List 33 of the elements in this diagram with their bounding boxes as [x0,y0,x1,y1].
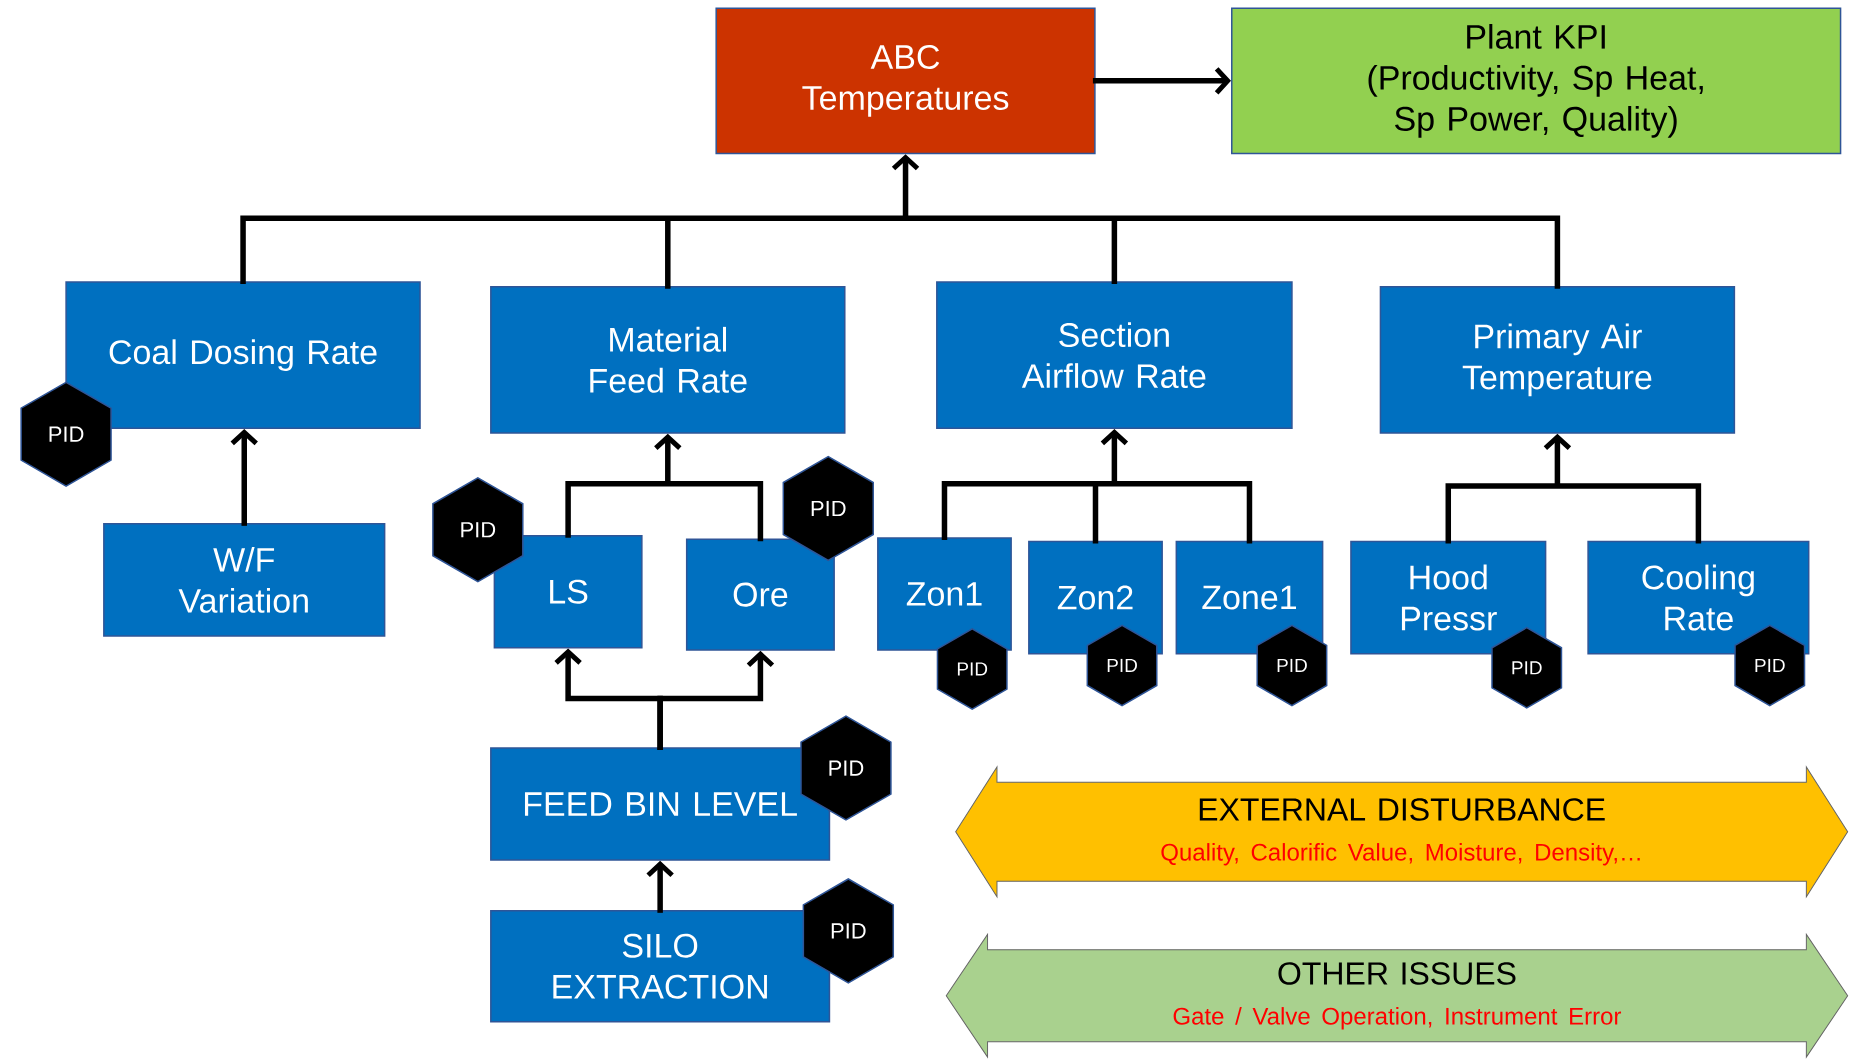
process-box: Section Airflow Rate [936,281,1293,430]
arrow [646,860,674,913]
pid-hexagon: PID [800,715,892,821]
process-box: Hood Pressr [1350,540,1547,655]
pid-hexagon: PID [936,628,1008,710]
pid-hexagon: PID [1086,624,1158,707]
arrow [657,650,775,750]
pid-hexagon: PID [1734,624,1806,707]
arrow [1445,433,1702,544]
process-box: ABC Temperatures [715,7,1096,155]
process-box: W/F Variation [103,523,386,637]
process-box: Zone1 [1175,540,1324,655]
double-arrow-band: EXTERNAL DISTURBANCE Quality, Calorific Value, Moisture, Density,… [955,766,1849,898]
process-box: LS [493,534,643,649]
pid-hexagon: PID [20,381,112,487]
process-box: Material Feed Rate [490,285,846,434]
process-box: Zon2 [1028,540,1163,655]
arrow [565,433,764,542]
process-box: Ore [685,538,835,651]
process-box: Cooling Rate [1587,540,1810,655]
process-box: Primary Air Temperature [1379,285,1736,434]
arrow [230,429,258,526]
arrow [1092,67,1232,95]
arrow [240,154,1561,289]
process-box: SILO EXTRACTION [490,910,831,1023]
pid-hexagon: PID [1256,624,1328,707]
kpi-box: Plant KPI (Productivity, Sp Heat, Sp Power, Quality) [1231,7,1842,155]
pid-hexagon: PID [782,455,874,562]
process-box: Zon1 [877,537,1012,651]
double-arrow-band: OTHER ISSUES Gate / Valve Operation, Instrument Error [945,933,1849,1058]
arrow [941,429,1253,544]
pid-hexagon: PID [802,878,895,984]
pid-hexagon: PID [1491,626,1563,709]
